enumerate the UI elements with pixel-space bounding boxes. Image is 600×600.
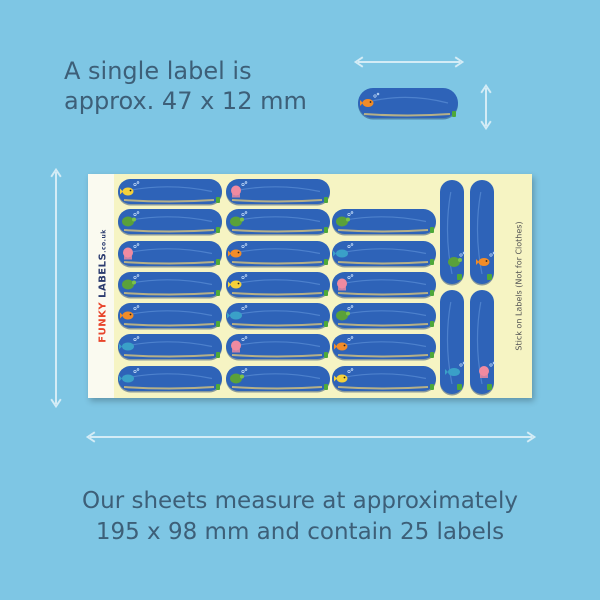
orange-fish-icon (360, 92, 380, 107)
blue-whale-icon (119, 368, 140, 383)
green-turtle-icon (230, 211, 248, 227)
single-label-line2: approx. 47 x 12 mm (64, 87, 307, 115)
sticker-label (118, 179, 222, 206)
sheet-size-line2: 195 x 98 mm and contain 25 labels (95, 519, 505, 545)
blue-whale-icon (445, 361, 466, 376)
yellow-fish-icon (228, 274, 248, 289)
green-turtle-icon (336, 211, 354, 227)
pink-octopus-icon (337, 274, 354, 291)
blue-whale-icon (333, 243, 354, 258)
sticker-label (332, 334, 436, 361)
sticker-label (118, 209, 222, 236)
brand-domain: .co.uk (100, 229, 108, 253)
sheet-size-text: Our sheets measure at approximately 195 … (0, 486, 600, 548)
pink-octopus-icon (123, 243, 140, 260)
sticker-label (226, 272, 330, 299)
sticker-label (332, 272, 436, 299)
sticker-label (332, 241, 436, 268)
sticker-label (358, 88, 458, 120)
sticker-label (118, 241, 222, 268)
sticker-label (440, 180, 466, 286)
labels-grid (118, 179, 496, 396)
pink-octopus-icon (231, 181, 248, 198)
pink-octopus-icon (231, 336, 248, 353)
sticker-label (440, 290, 466, 396)
sticker-label (118, 272, 222, 299)
sticker-label (226, 334, 330, 361)
sticker-label (226, 209, 330, 236)
green-turtle-icon (230, 368, 248, 384)
green-turtle-icon (122, 274, 140, 290)
side-note-text: Stick on Labels (Not for Clothes) (514, 221, 524, 351)
single-label-line1: A single label is (64, 57, 252, 85)
label-area (114, 174, 532, 398)
orange-fish-icon (476, 251, 496, 266)
brand-logo: FUNKY LABELS.co.uk (92, 194, 114, 378)
sticker-label (118, 366, 222, 393)
sticker-label (118, 334, 222, 361)
orange-fish-icon (228, 243, 248, 258)
sheet-size-line1: Our sheets measure at approximately (82, 488, 518, 514)
sticker-label (332, 366, 436, 393)
orange-fish-icon (120, 305, 140, 320)
sticker-label (470, 290, 496, 396)
blue-whale-icon (119, 336, 140, 351)
sticker-type-note: Stick on Labels (Not for Clothes) (510, 174, 528, 398)
sticker-label (226, 179, 330, 206)
green-turtle-icon (122, 211, 140, 227)
sticker-label (226, 303, 330, 330)
pink-octopus-icon (479, 361, 496, 378)
orange-fish-icon (334, 336, 354, 351)
sticker-label (470, 180, 496, 286)
brand-word-funky: FUNKY (97, 301, 109, 343)
green-turtle-icon (336, 305, 354, 321)
sticker-label (118, 303, 222, 330)
sticker-label (226, 241, 330, 268)
label-sheet: FUNKY LABELS.co.uk Stick on Labels (Not … (88, 174, 532, 398)
yellow-fish-icon (120, 181, 140, 196)
yellow-fish-icon (334, 368, 354, 383)
sticker-label (332, 303, 436, 330)
blue-whale-icon (227, 305, 248, 320)
brand-wordmark: FUNKY LABELS.co.uk (98, 229, 109, 342)
sticker-label (226, 366, 330, 393)
brand-word-labels: LABELS (97, 252, 109, 298)
single-label-size-text: A single label is approx. 47 x 12 mm (64, 56, 307, 116)
green-turtle-icon (448, 251, 466, 267)
sticker-label (332, 209, 436, 236)
